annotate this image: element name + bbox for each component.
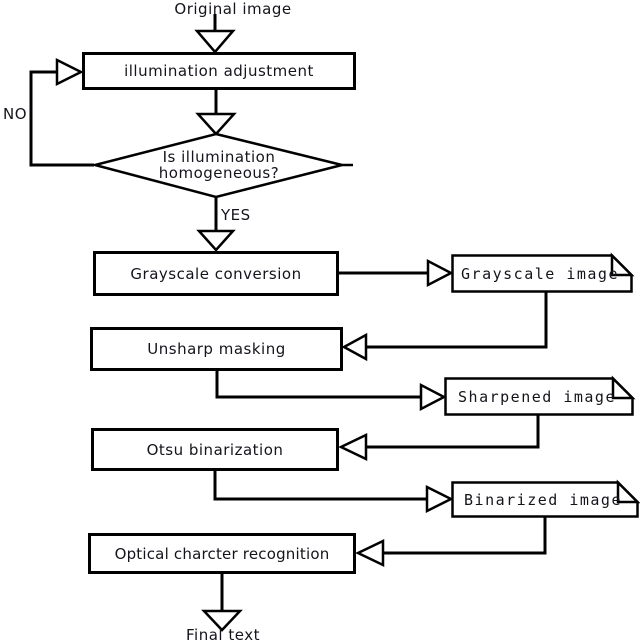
decision-line1: Is illumination bbox=[162, 148, 276, 166]
arrowhead-down-icon bbox=[194, 29, 236, 54]
end-label: Final text bbox=[186, 626, 260, 642]
process-box-unsharp-masking: Unsharp masking bbox=[90, 327, 343, 371]
arrowhead-left-icon bbox=[355, 539, 385, 567]
branch-no-label: NO bbox=[3, 105, 28, 123]
arrowhead-left-icon bbox=[341, 332, 368, 362]
arrowhead-right-icon bbox=[419, 382, 447, 412]
start-label: Original image bbox=[174, 0, 292, 18]
document-label-sharpened-image: Sharpened image bbox=[458, 387, 616, 406]
edge-decision-no-loop bbox=[29, 70, 94, 167]
arrowhead-down-icon bbox=[196, 229, 236, 252]
process-box-otsu-binarization: Otsu binarization bbox=[91, 428, 339, 471]
edge-otsu-to-doc bbox=[213, 470, 428, 501]
document-shape-binarized-image bbox=[451, 481, 639, 518]
arrowhead-right-icon bbox=[425, 484, 454, 514]
document-fold-icon bbox=[616, 479, 640, 504]
decision-diamond-shape bbox=[90, 132, 343, 199]
decision-line2: homogeneous? bbox=[158, 164, 280, 182]
process-box-grayscale-conversion: Grayscale conversion bbox=[93, 251, 339, 296]
arrowhead-down-icon bbox=[195, 112, 237, 136]
edge-doc-to-ocr bbox=[384, 517, 547, 555]
decision-text: Is illumination homogeneous? bbox=[95, 149, 343, 181]
arrowhead-right-icon bbox=[55, 57, 84, 87]
document-shape-grayscale-image bbox=[451, 254, 633, 293]
arrowhead-left-icon bbox=[338, 433, 368, 461]
edge-doc-to-otsu bbox=[366, 415, 540, 449]
edge-doc-to-unsharp bbox=[366, 292, 548, 349]
document-fold-icon bbox=[611, 375, 636, 400]
document-shape-sharpened-image bbox=[444, 377, 634, 416]
document-fold-icon bbox=[610, 252, 635, 277]
edge-unsharp-to-doc bbox=[215, 370, 422, 399]
branch-yes-label: YES bbox=[221, 206, 251, 224]
document-label-grayscale-image: Grayscale image bbox=[461, 264, 619, 283]
process-box-ocr: Optical charcter recognition bbox=[88, 533, 356, 574]
arrowhead-right-icon bbox=[426, 258, 454, 288]
document-label-binarized-image: Binarized image bbox=[464, 490, 622, 509]
process-box-illumination-adjustment: illumination adjustment bbox=[82, 52, 356, 90]
arrowhead-down-icon bbox=[201, 609, 243, 632]
